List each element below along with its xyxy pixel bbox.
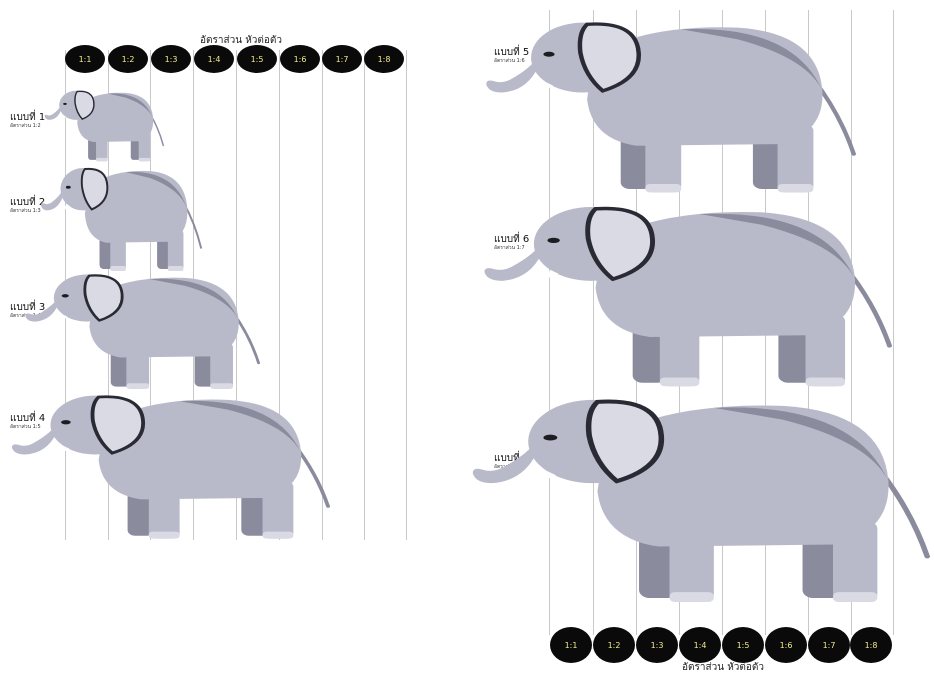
ratio-pill: 1:2 — [108, 45, 148, 73]
ratio-pill: 1:6 — [280, 45, 320, 73]
ratio-pill: 1:8 — [850, 627, 892, 663]
style-label-1: แบบที่ 1 อัตราส่วน 1:2 — [10, 112, 45, 129]
ratio-pill: 1:3 — [636, 627, 678, 663]
ratio-pill: 1:4 — [194, 45, 234, 73]
elephant-style-6 — [482, 200, 892, 388]
elephant-style-2 — [40, 164, 202, 272]
style-name: แบบที่ 1 — [10, 112, 45, 123]
ratio-pill: 1:4 — [679, 627, 721, 663]
elephant-style-4 — [10, 390, 330, 540]
ratio-pill: 1:5 — [237, 45, 277, 73]
ratio-pill: 1:8 — [364, 45, 404, 73]
elephant-style-5 — [484, 16, 856, 194]
ratio-pill: 1:3 — [151, 45, 191, 73]
ratio-pill: 1:2 — [593, 627, 635, 663]
ratio-pill: 1:1 — [65, 45, 105, 73]
ratio-pill: 1:1 — [550, 627, 592, 663]
ratio-pill: 1:5 — [722, 627, 764, 663]
ratio-pill: 1:7 — [808, 627, 850, 663]
elephant-style-7 — [470, 392, 930, 604]
style-ratio: อัตราส่วน 1:2 — [10, 123, 45, 129]
elephant-style-1 — [44, 88, 164, 162]
ratio-pill: 1:7 — [322, 45, 362, 73]
guide-line — [364, 50, 365, 540]
elephant-style-3 — [24, 270, 260, 390]
guide-line — [406, 50, 407, 540]
ratio-pill: 1:6 — [765, 627, 807, 663]
